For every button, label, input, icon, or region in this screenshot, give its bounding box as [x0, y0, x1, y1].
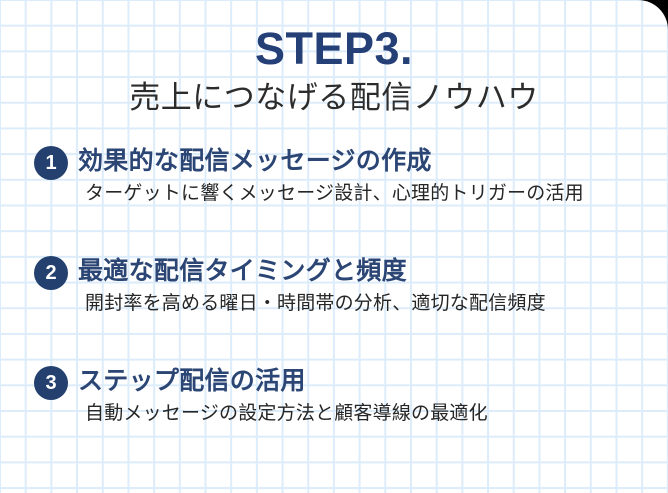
page-subtitle: 売上につなげる配信ノウハウ	[129, 80, 539, 116]
list-item-heading: ステップ配信の活用	[78, 366, 306, 395]
list-item-heading: 最適な配信タイミングと頻度	[78, 256, 407, 285]
list-item-description: ターゲットに響くメッセージ設計、心理的トリガーの活用	[85, 183, 584, 205]
slide-header: STEP3. 売上につなげる配信ノウハウ	[0, 0, 668, 117]
step-number-badge: 3	[34, 365, 68, 400]
list-item-description: 自動メッセージの設定方法と顧客導線の最適化	[85, 403, 488, 425]
list-item-heading: 効果的な配信メッセージの作成	[78, 146, 432, 175]
step-number-badge: 2	[34, 255, 68, 290]
list-item: 1 効果的な配信メッセージの作成 ターゲットに響くメッセージ設計、心理的トリガー…	[34, 144, 668, 254]
page-title: STEP3.	[254, 23, 414, 74]
step-number-badge: 1	[34, 145, 68, 180]
list-item: 2 最適な配信タイミングと頻度 開封率を高める曜日・時間帯の分析、適切な配信頻度	[34, 254, 668, 364]
list-item: 3 ステップ配信の活用 自動メッセージの設定方法と顧客導線の最適化	[34, 364, 668, 474]
list-item-description: 開封率を高める曜日・時間帯の分析、適切な配信頻度	[85, 293, 546, 315]
steps-list: 1 効果的な配信メッセージの作成 ターゲットに響くメッセージ設計、心理的トリガー…	[0, 144, 668, 474]
